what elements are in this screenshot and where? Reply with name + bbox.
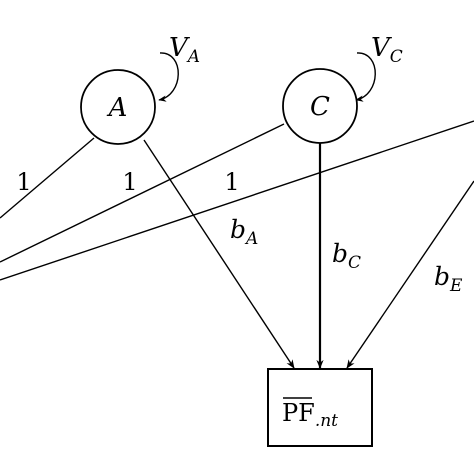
loading-label-1-c: 1 — [224, 168, 239, 196]
variance-arrow-a — [158, 52, 179, 102]
path-label-ba: bA — [230, 215, 258, 249]
path-label-ba-sub: A — [244, 229, 258, 249]
variance-label-c: VC — [371, 33, 403, 67]
variance-label-c-main: V — [371, 33, 392, 63]
node-c-label: C — [310, 92, 330, 122]
outcome-node: PF.nt — [267, 368, 373, 447]
path-label-ba-main: b — [230, 215, 246, 244]
outcome-label: PF.nt — [282, 399, 338, 431]
path-label-be-sub: E — [449, 276, 463, 296]
outcome-label-main: PF — [282, 399, 315, 427]
outcome-box — [267, 368, 373, 447]
node-a: A — [80, 69, 156, 145]
path-label-be-main: b — [434, 262, 450, 291]
node-c: C — [282, 68, 358, 144]
node-a-label: A — [107, 93, 128, 123]
outcome-label-sub: .nt — [315, 411, 338, 431]
variance-label-a-main: V — [169, 33, 190, 63]
edge-a-to-outcome — [143, 139, 295, 369]
path-label-bc-sub: C — [348, 253, 361, 273]
edge-a-to-left — [0, 137, 95, 219]
edge-right-to-left — [0, 120, 474, 281]
path-label-be: bE — [434, 262, 463, 296]
variance-arrow-c — [355, 52, 376, 102]
variance-label-c-sub: C — [390, 47, 403, 67]
variance-label-a-sub: A — [186, 47, 200, 67]
edge-c-to-left — [0, 123, 285, 263]
variance-label-a: VA — [169, 33, 200, 67]
loading-label-1-a: 1 — [16, 168, 31, 196]
node-a-circle — [80, 69, 156, 145]
path-label-bc: bC — [332, 239, 361, 273]
path-label-bc-main: b — [332, 239, 348, 268]
node-c-circle — [282, 68, 358, 144]
loading-label-1-b: 1 — [122, 168, 137, 196]
edge-e-to-outcome — [346, 180, 474, 369]
